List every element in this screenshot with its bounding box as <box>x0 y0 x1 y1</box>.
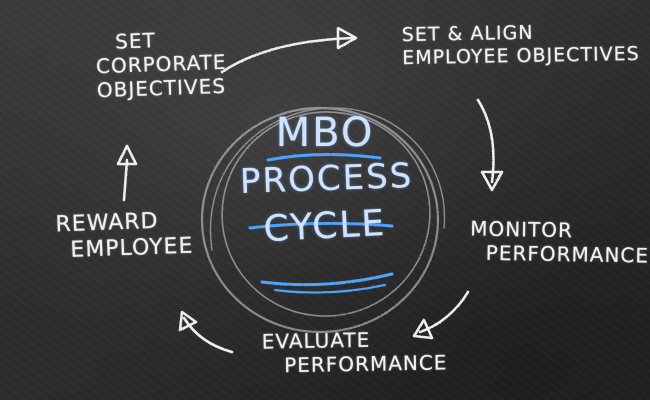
cycle-arrows <box>116 26 504 354</box>
step-label-line: PERFORMANCE <box>485 240 650 268</box>
center-circles <box>200 106 446 334</box>
underline-cycle-1 <box>260 272 394 287</box>
arrow-to-reward <box>178 310 234 354</box>
step-reward-employee: REWARD EMPLOYEE <box>55 208 194 266</box>
step-label-line: MONITOR <box>470 216 574 243</box>
underline-cycle-2 <box>273 283 387 294</box>
center-circle-stroke <box>209 107 446 251</box>
step-set-corporate-objectives: SET CORPORATE OBJECTIVES <box>95 26 228 103</box>
step-label-line: EMPLOYEE OBJECTIVES <box>402 42 640 69</box>
center-title: MBO PROCESS CYCLE <box>239 110 414 250</box>
arrow-to-set-align <box>220 26 358 74</box>
underline-process <box>248 221 394 230</box>
center-title-line-2: PROCESS <box>239 155 414 202</box>
step-evaluate-performance: EVALUATE PERFORMANCE <box>261 326 448 378</box>
step-label-line: OBJECTIVES <box>96 73 227 103</box>
step-label-line: EMPLOYEE <box>70 234 194 264</box>
arrow-to-set-corporate <box>116 144 138 202</box>
arrow-to-monitor <box>476 98 504 192</box>
step-monitor-performance: MONITOR PERFORMANCE <box>470 216 650 267</box>
underline-mbo <box>266 152 382 162</box>
step-label-line: PERFORMANCE <box>284 350 448 378</box>
step-label-line: EVALUATE <box>261 327 371 354</box>
center-title-line-3: CYCLE <box>262 202 388 250</box>
arrow-to-evaluate <box>412 290 470 340</box>
center-title-line-1: MBO <box>275 110 375 156</box>
blue-underlines <box>248 152 394 294</box>
center-circle-inner <box>221 111 431 317</box>
step-set-align-employee-objectives: SET & ALIGN EMPLOYEE OBJECTIVES <box>402 20 640 70</box>
